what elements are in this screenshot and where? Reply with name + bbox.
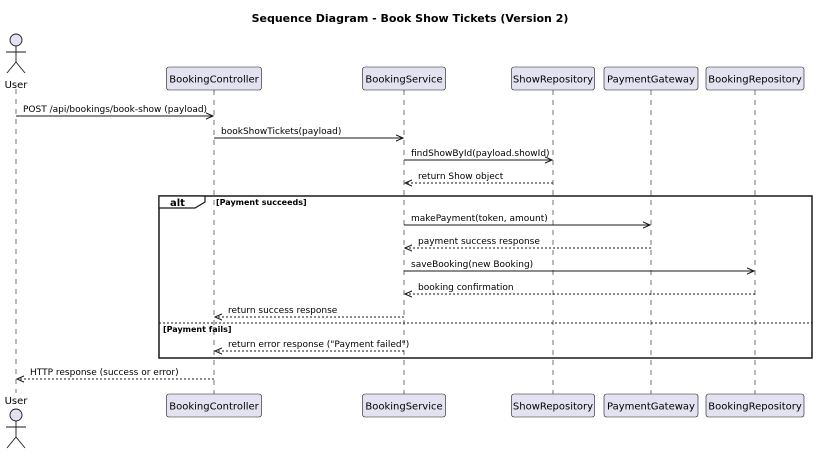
message-label-1: POST /api/bookings/book-show (payload) bbox=[23, 105, 207, 115]
alt-keyword: alt bbox=[170, 198, 185, 209]
message-label-7: saveBooking(new Booking) bbox=[411, 260, 533, 270]
diagram-title: Sequence Diagram - Book Show Tickets (Ve… bbox=[252, 12, 569, 25]
participant-box-bookingrepository-bottom bbox=[705, 393, 805, 418]
participant-label-showrepository-bottom: ShowRepository bbox=[513, 402, 593, 413]
guard-payment-succeeds: [Payment succeeds] bbox=[216, 198, 307, 207]
guard-payment-fails: [Payment fails] bbox=[163, 325, 232, 334]
participant-box-paymentgateway-top bbox=[603, 66, 699, 91]
participant-box-paymentgateway-bottom bbox=[603, 393, 699, 418]
participant-label-paymentgateway-top: PaymentGateway bbox=[607, 75, 695, 86]
participant-label-showrepository-top: ShowRepository bbox=[513, 75, 593, 86]
participant-label-bookingrepository-bottom: BookingRepository bbox=[708, 402, 802, 413]
message-label-11: HTTP response (success or error) bbox=[30, 368, 179, 378]
message-label-10: return error response ("Payment failed") bbox=[228, 340, 409, 350]
participant-box-showrepository-top bbox=[511, 66, 595, 91]
participant-box-bookingcontroller-top bbox=[166, 66, 262, 91]
message-label-6: payment success response bbox=[418, 237, 540, 247]
message-label-8: booking confirmation bbox=[418, 283, 514, 293]
user-actor-icon-bottom bbox=[6, 408, 26, 449]
message-label-5: makePayment(token, amount) bbox=[411, 214, 548, 224]
alt-fragment-frame bbox=[158, 195, 813, 359]
participant-box-bookingservice-top bbox=[362, 66, 446, 91]
actor-label-user-bottom: User bbox=[5, 396, 29, 407]
participant-label-bookingservice-bottom: BookingService bbox=[365, 402, 442, 413]
message-label-9: return success response bbox=[228, 306, 338, 316]
message-label-4: return Show object bbox=[418, 172, 504, 182]
participant-label-bookingcontroller-top: BookingController bbox=[169, 75, 259, 86]
message-label-3: findShowById(payload.showId) bbox=[411, 149, 550, 159]
participant-label-bookingcontroller-bottom: BookingController bbox=[169, 402, 259, 413]
participant-box-bookingservice-bottom bbox=[362, 393, 446, 418]
actor-label-user-top: User bbox=[5, 80, 29, 91]
participant-label-paymentgateway-bottom: PaymentGateway bbox=[607, 402, 695, 413]
participant-box-bookingcontroller-bottom bbox=[166, 393, 262, 418]
alt-fragment-tag bbox=[158, 195, 206, 209]
user-actor-icon-top bbox=[6, 33, 26, 74]
participant-box-bookingrepository-top bbox=[705, 66, 805, 91]
participant-box-showrepository-bottom bbox=[511, 393, 595, 418]
message-label-2: bookShowTickets(payload) bbox=[221, 127, 341, 137]
participant-label-bookingrepository-top: BookingRepository bbox=[708, 75, 802, 86]
participant-label-bookingservice-top: BookingService bbox=[365, 75, 442, 86]
